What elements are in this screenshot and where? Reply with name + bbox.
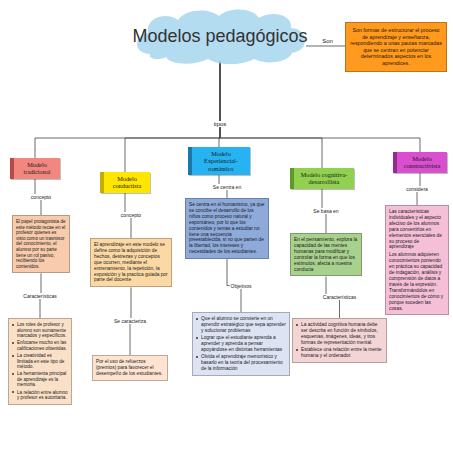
box-text: La herramienta principal de aprendizaje …: [12, 371, 68, 388]
connector-label: Se caracteriza: [113, 318, 147, 324]
concept-box: El papel protagonista de este método rec…: [12, 215, 70, 273]
model-name: Modelo cognitiva-desarrollista: [297, 171, 351, 186]
model-name: Modelo Experiencial-romántico: [195, 150, 247, 172]
concept-box: El aprendizaje en este modelo se define …: [90, 238, 172, 287]
box-text: Establece una relación entre la mente hu…: [296, 347, 383, 359]
connector-line: [35, 61, 220, 158]
box-text: La creatividad es limitada en este tipo …: [12, 353, 68, 370]
box-text: Son formas de estructurar el proceso de …: [350, 27, 442, 67]
box-text: Los roles de profesor y alumno son sumam…: [12, 322, 68, 339]
connector-label: tipos: [213, 121, 228, 127]
connector-label: Características: [322, 294, 357, 300]
box-text: Que el alumno se convierte en un aprendi…: [196, 316, 286, 334]
feature-list-box: La actividad cognitiva humana debe ser d…: [292, 318, 387, 363]
connector-line: [220, 61, 420, 152]
concept-box: Se centra en el humanismo, ya que se con…: [185, 198, 269, 259]
definition-box: Son formas de estructurar el proceso de …: [345, 22, 447, 72]
diagram-title: Modelos pedagógicos: [132, 26, 307, 46]
connector-label: Son: [321, 38, 334, 44]
box-text: El aprendizaje en este modelo se define …: [94, 242, 168, 283]
box-text: En el pensamiento, explora la capacidad …: [294, 237, 358, 272]
connector-label: Se basa en: [312, 208, 339, 214]
box-text: La actividad cognitiva humana debe ser d…: [296, 322, 383, 346]
box-text: Las características individuales y el as…: [389, 209, 445, 250]
feature-box: Por el uso de refuerzos (premios) para f…: [92, 355, 168, 381]
connector-label: Se centra en: [212, 184, 242, 190]
connector-label: Objetivos: [230, 283, 253, 289]
connector-label: concepto: [30, 194, 52, 200]
box-text: Olvida el aprendizaje memorístico y basa…: [196, 354, 286, 372]
box-text: Los alumnos adquieren conocimientos poni…: [389, 252, 445, 311]
box-text: El papel protagonista de este método rec…: [16, 219, 66, 269]
concept-box: Las características individuales y el as…: [385, 205, 449, 315]
connector-label: concepto: [120, 212, 142, 218]
box-text: Lograr que el estudiante aprenda a apren…: [196, 335, 286, 353]
model-box: Modelo Experiencial-romántico: [188, 147, 250, 175]
feature-list-box: Los roles de profesor y alumno son sumam…: [8, 318, 72, 405]
model-box: Modelo tradicional: [10, 158, 60, 179]
box-text: Por el uso de refuerzos (premios) para f…: [96, 359, 164, 377]
model-name: Modelo tradicional: [17, 161, 57, 176]
model-name: Modelo conductista: [107, 175, 147, 190]
title-cloud: Modelos pedagógicos: [130, 8, 310, 64]
model-box: Modelo conductista: [100, 172, 150, 193]
model-box: Modelo constructivista: [393, 152, 447, 173]
objective-list-box: Que el alumno se convierte en un aprendi…: [192, 312, 290, 376]
connector-line: [306, 46, 345, 47]
box-text: Enfocarse mucho en las calificaciones ob…: [12, 340, 68, 351]
connector-label: considera: [405, 186, 429, 192]
concept-box: En el pensamiento, explora la capacidad …: [290, 233, 362, 276]
box-text: La relación entre alumno y profesor es a…: [12, 390, 68, 401]
model-box: Modelo cognitiva-desarrollista: [290, 168, 354, 189]
model-name: Modelo constructivista: [400, 155, 444, 170]
connector-label: Características: [22, 293, 57, 299]
box-text: Se centra en el humanismo, ya que se con…: [189, 202, 265, 255]
